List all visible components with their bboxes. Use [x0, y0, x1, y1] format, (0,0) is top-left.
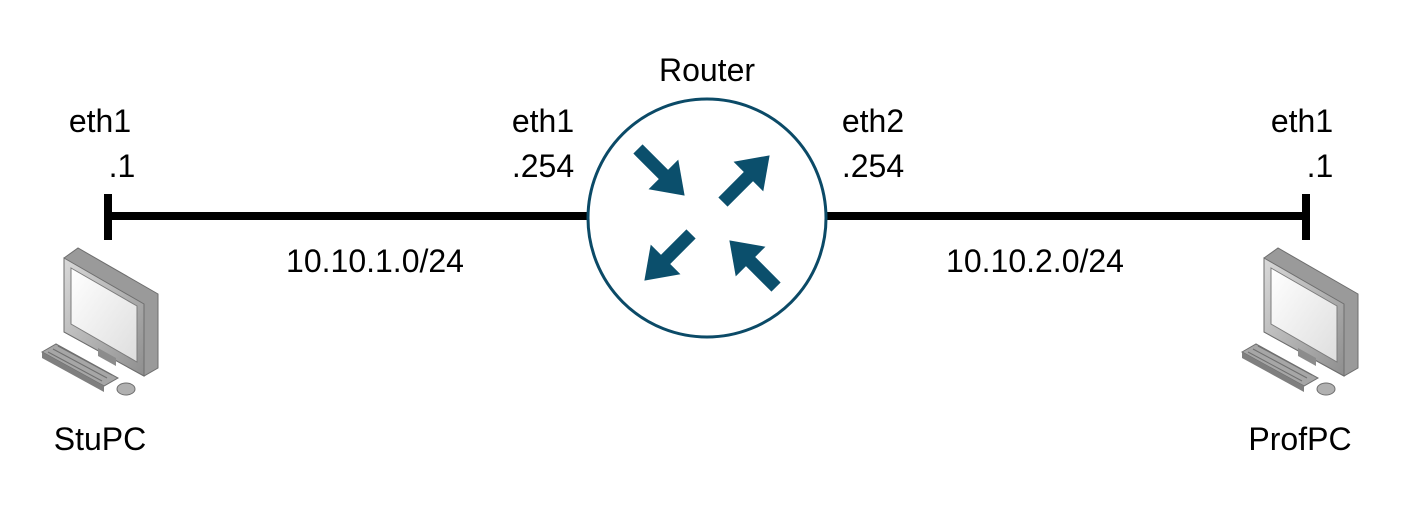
- profpc-interface-name: eth1: [1271, 103, 1333, 139]
- router-icon[interactable]: [586, 97, 828, 339]
- stupc-interface-name: eth1: [69, 103, 131, 139]
- left-network-label: 10.10.1.0/24: [286, 243, 464, 279]
- profpc-label: ProfPC: [1248, 421, 1351, 457]
- stupc-computer-icon[interactable]: [41, 247, 159, 396]
- router-label: Router: [659, 52, 755, 88]
- right-network-label: 10.10.2.0/24: [946, 243, 1124, 279]
- stupc-label: StuPC: [54, 421, 146, 457]
- router-right-interface-name: eth2: [842, 103, 904, 139]
- stupc-interface-ip: .1: [109, 148, 136, 184]
- router-left-interface-ip: .254: [512, 148, 574, 184]
- router-right-interface-ip: .254: [842, 148, 904, 184]
- router-left-interface-name: eth1: [512, 103, 574, 139]
- profpc-interface-ip: .1: [1307, 148, 1334, 184]
- profpc-computer-icon[interactable]: [1241, 247, 1359, 396]
